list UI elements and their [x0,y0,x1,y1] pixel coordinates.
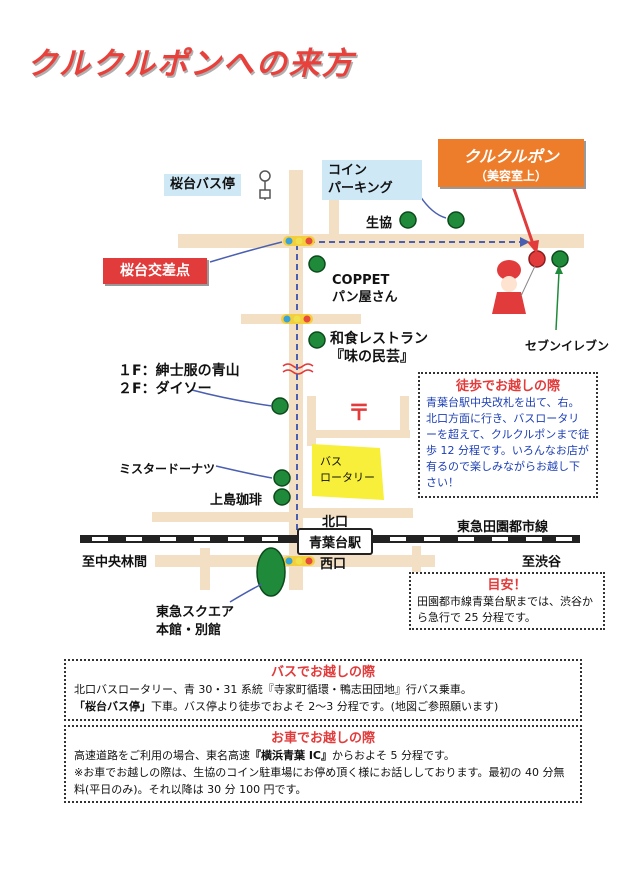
shop-arrow [511,185,535,245]
traffic-light-bottom [283,556,315,566]
to-chuorinkan-label: 至中央林間 [82,555,148,570]
walk-route [296,241,520,530]
road-inner-vertical [307,396,316,446]
kitaguchi-label: 北口 [322,515,349,530]
ueshima-marker [273,488,291,506]
shop-name: クルクルポン [463,147,559,166]
guide-info-box: 目安！ 田園都市線青葉台駅までは、渋谷から急行で 25 分程です。 [409,572,605,630]
walk-info-box: 徒歩でお越しの際 青葉台駅中央改札を出て、右。北口方面に行き、バスロータリーを超… [418,372,598,498]
washoku-label: 和食レストラン 『味の民芸』 [330,331,428,365]
car-info-line2: ※お車でお越しの際は、生協のコイン駐車場にお停め頂く様にお話ししております。最初… [74,766,565,796]
sakuradai-bus-stop-label: 桜台バス停 [164,174,242,196]
line-label: 東急田園都市線 [457,520,549,535]
bus-rotary [312,444,384,500]
callout-arrows [191,195,447,603]
tokyu-square-label: 東急スクエア 本館・別館 [156,605,235,638]
shop-sub: （美容室上） [474,169,547,183]
road-east-vertical-mid [400,396,409,436]
coppet-label: COPPET パン屋さん [332,273,398,305]
car-info-box: お車でお越しの際 高速道路をご利用の場合、東名高速『横浜青葉 IC』からおよそ … [64,725,582,803]
mascot-icon [492,260,536,314]
route-arrow-head [520,237,530,247]
coin-parking-label: コイン パーキング [322,160,422,200]
car-info-line1-post: からおよそ 5 分程です。 [332,749,455,762]
coppet-marker [308,255,326,273]
walk-info-body: 青葉台駅中央改札を出て、右。北口方面に行き、バスロータリーを超えて、クルクルポン… [426,396,590,489]
walk-info-title: 徒歩でお越しの際 [455,379,560,394]
seikyo-marker [399,211,417,229]
roads [152,170,584,590]
aoyama-marker [271,397,289,415]
bus-stop-emphasis: 「桜台バス停」 [74,700,151,713]
to-shibuya-label: 至渋谷 [522,555,562,570]
bus-info-title: バスでお越しの際 [270,665,375,680]
aoyama-daiso-label: １F：紳士服の青山 ２F：ダイソー [118,363,240,397]
road-east-vertical [412,546,421,576]
sakuradai-crossing-label: 桜台交差点 [103,258,207,284]
shop-callout: クルクルポン （美容室上） [438,139,584,187]
bus-info-line1: 北口バスロータリー、青 30・31 系統『寺家町循環・鴨志田団地』行バス乗車。 [74,683,472,696]
car-info-ic: 『横浜青葉 IC』 [250,749,332,762]
bus-info-line2: 「桜台バス停」下車。バス停より徒歩でおよそ 2～3 分程です。(地図ご参照願いま… [74,698,572,715]
road-sw-horizontal [152,512,298,522]
seven-eleven-label: セブンイレブン [525,339,610,353]
road-sw-vertical [200,548,210,590]
ueshima-label: 上島珈琲 [210,493,263,508]
nishiguchi-label: 西口 [320,557,347,572]
road-se-horizontal [303,508,413,518]
tokyu-square-marker [256,547,286,597]
car-info-line1: 高速道路をご利用の場合、東名高速『横浜青葉 IC』からおよそ 5 分程です。 [74,747,572,764]
bus-info-line2-rest: 下車。バス停より徒歩でおよそ 2～3 分程です。(地図ご参照願います) [151,700,499,713]
bus-rotary-label: バス ロータリー [320,455,375,484]
car-info-line1-pre: 高速道路をご利用の場合、東名高速 [74,749,250,762]
car-info-title: お車でお越しの際 [270,731,375,746]
mister-donut-label: ミスタードーナツ [119,462,216,476]
bus-stop-icon [259,170,271,200]
post-office-icon: 〒 [348,401,370,426]
road-east-horizontal [310,430,410,438]
station-label: 青葉台駅 [297,528,374,555]
seven-eleven-marker [551,250,569,268]
guide-info-body: 田園都市線青葉台駅までは、渋谷から急行で 25 分程です。 [417,595,593,624]
bus-info-box: バスでお越しの際 北口バスロータリー、青 30・31 系統『寺家町循環・鴨志田団… [64,659,582,721]
washoku-marker [308,331,326,349]
guide-info-title: 目安！ [487,578,527,593]
seikyo-label: 生協 [366,216,393,231]
coin-parking-marker [447,211,465,229]
seven-eleven-arrow [555,271,560,331]
traffic-light-middle [281,314,313,324]
mister-donut-marker [273,469,291,487]
road-north-stub [329,196,339,238]
traffic-light-top [283,236,315,246]
